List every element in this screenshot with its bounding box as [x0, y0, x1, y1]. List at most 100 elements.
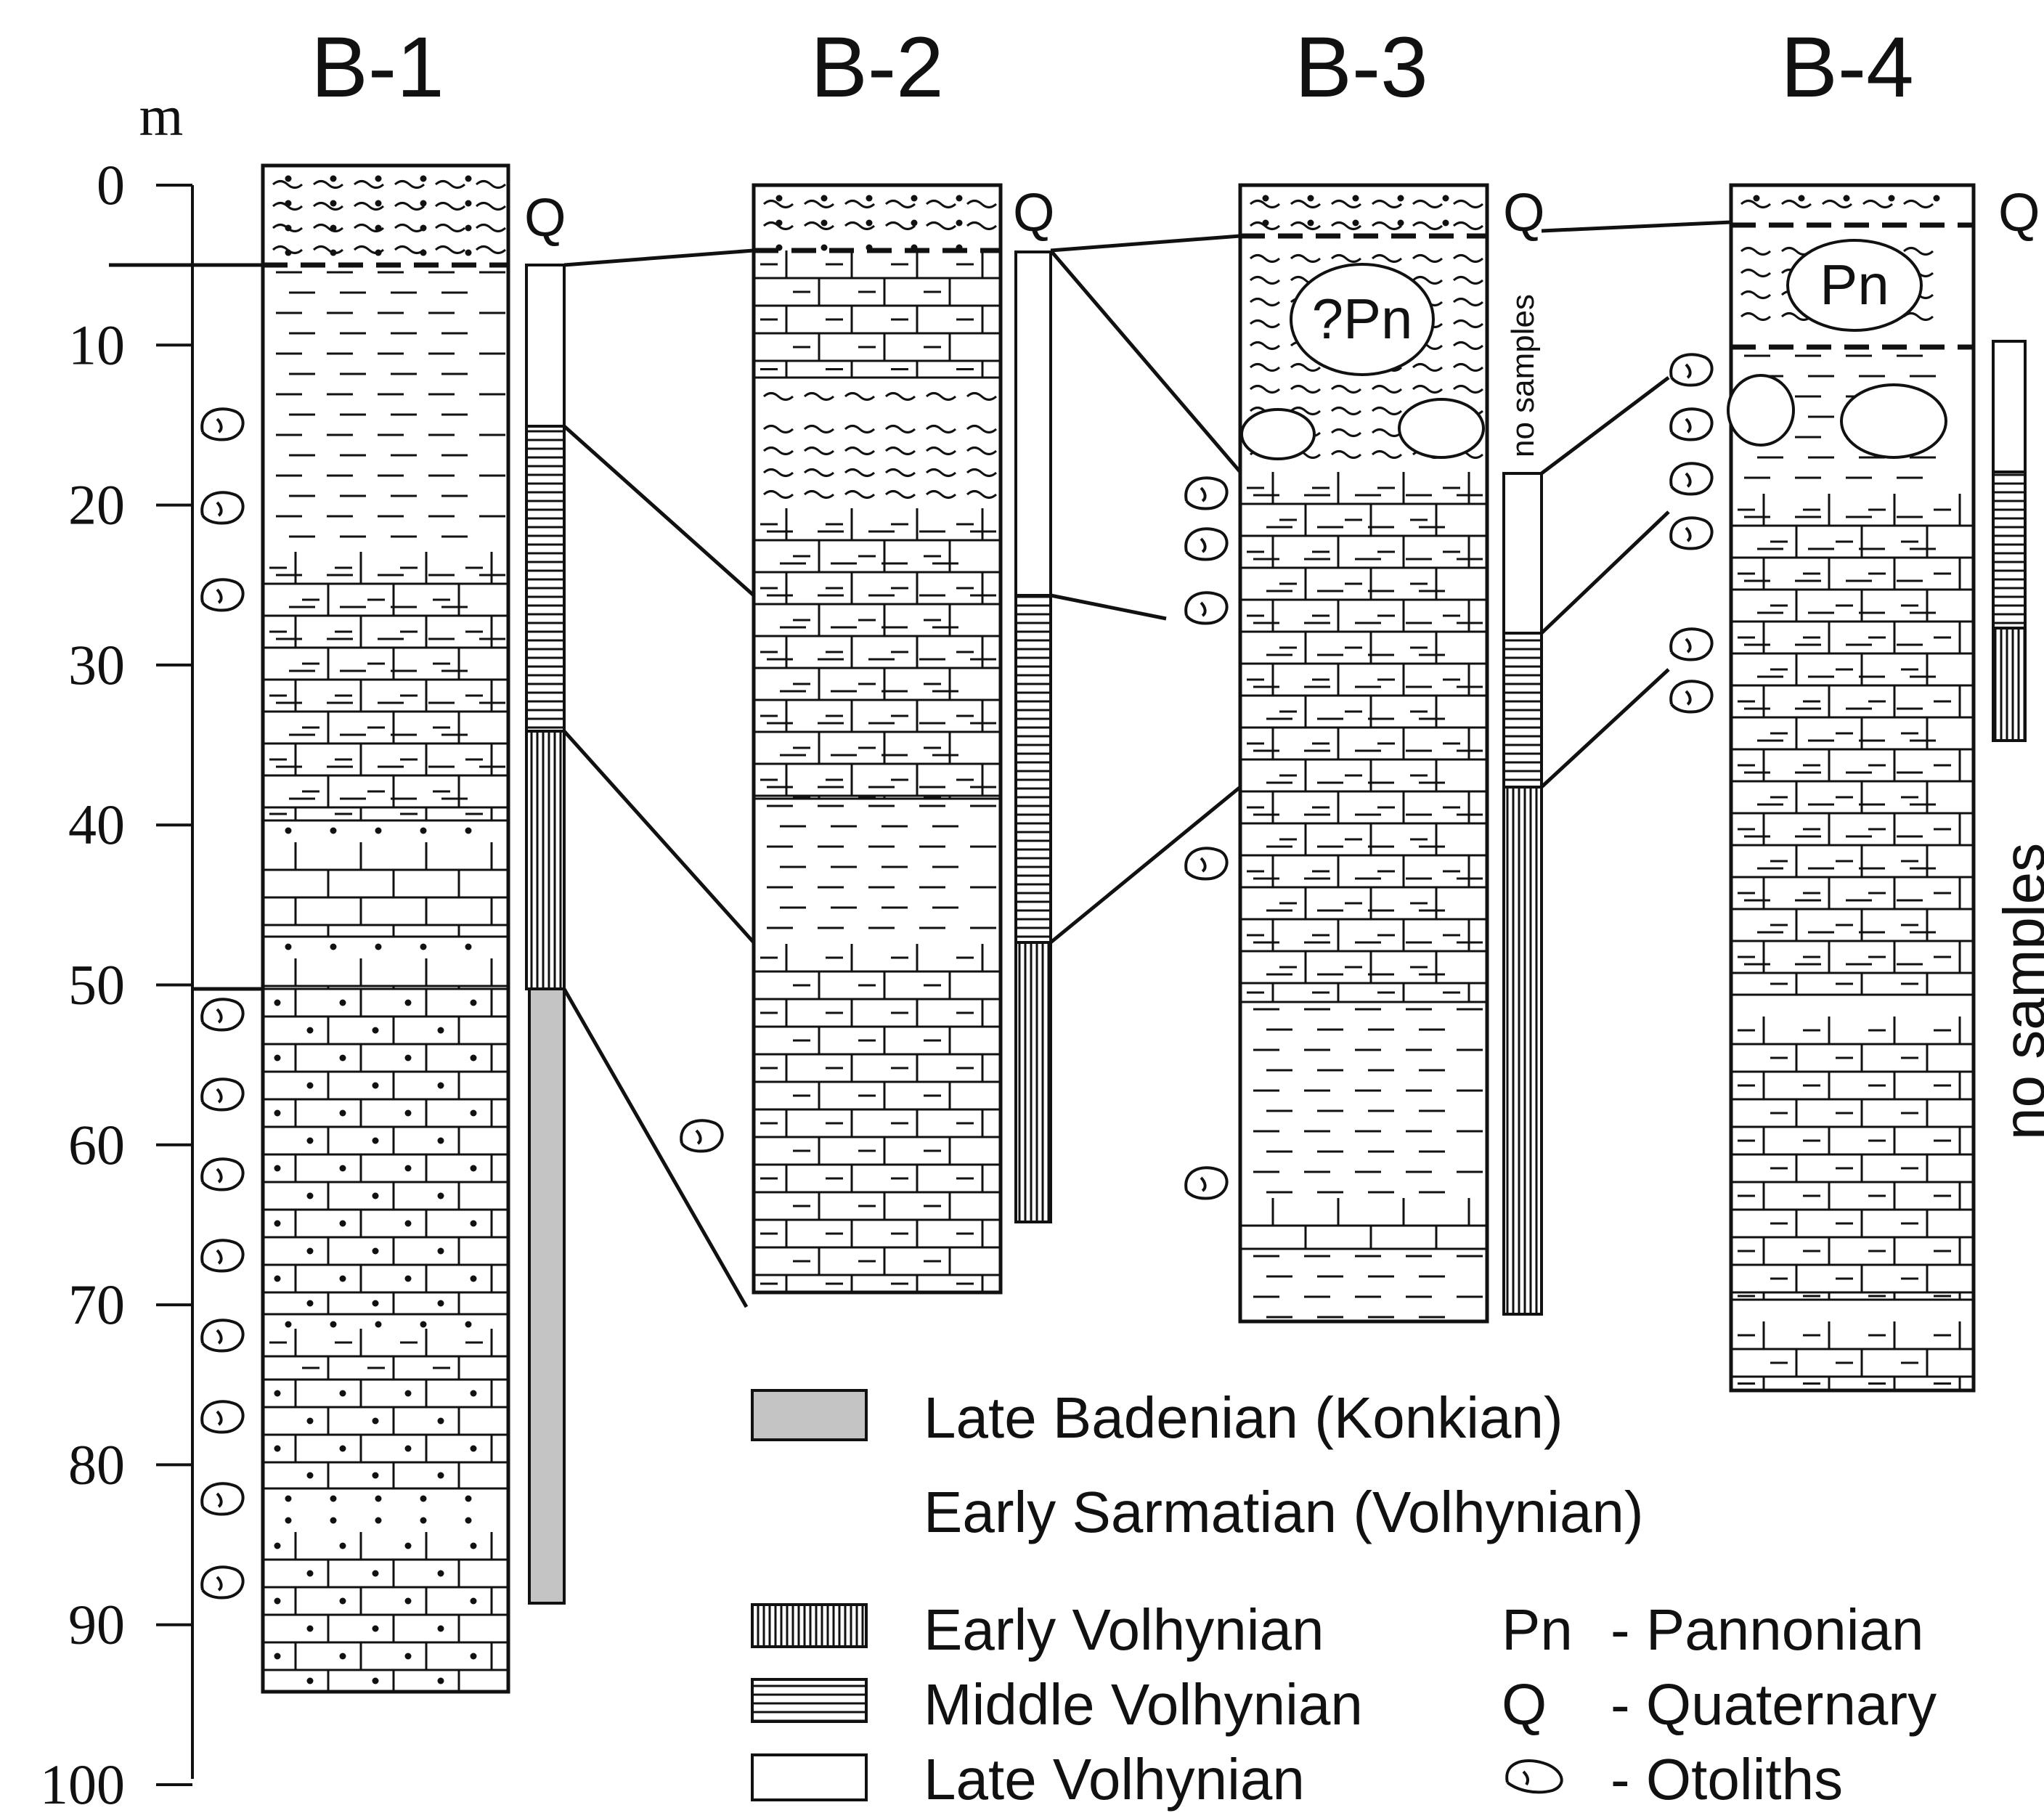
pannonian-insets: ?Pn Pn — [1290, 239, 1923, 376]
b1-bar-late-badenian — [528, 987, 566, 1605]
b4-pannonian-label: Pn — [1820, 253, 1889, 317]
depth-axis: m 0 10 20 30 40 50 60 70 80 90 100 — [40, 84, 194, 1813]
corr-line-mid-early-b3-b4-a — [1540, 510, 1670, 635]
depth-tick-label: 90 — [68, 1593, 125, 1656]
otolith-icon — [200, 1482, 245, 1516]
b1-lithology-column — [261, 163, 510, 1694]
otolith-icon — [200, 1239, 245, 1273]
legend-label-early-volhynian: Early Volhynian — [924, 1597, 1324, 1662]
borehole-headers: B-1 B-2 B-3 B-4 — [311, 20, 1914, 115]
otolith-icon — [1669, 680, 1714, 714]
depth-tick-label: 70 — [68, 1273, 125, 1336]
depth-unit-label: m — [139, 84, 184, 147]
b4-bar-middle-volhynian — [1992, 470, 2027, 630]
b3-bar-late-volhynian — [1502, 472, 1543, 635]
b2-top-unit-label: Q — [1013, 182, 1055, 243]
limestone-clast — [1240, 408, 1316, 460]
b1-lithology-column-outline — [261, 163, 510, 1694]
otolith-icon — [200, 1157, 245, 1191]
otolith-icon — [1669, 627, 1714, 661]
limestone-clast — [1727, 374, 1795, 447]
lithology-columns — [261, 163, 1976, 1694]
b2-bar-middle-volhynian — [1014, 594, 1052, 944]
b1-bar-middle-volhynian — [525, 425, 566, 733]
otolith-icon — [680, 1119, 724, 1153]
otolith-icon — [200, 491, 245, 525]
depth-tick-label: 30 — [68, 633, 125, 696]
correlation-lines — [109, 220, 1732, 1308]
b3-no-samples-note: no samples — [1505, 294, 1541, 457]
otolith-icon — [1184, 527, 1229, 561]
b3-pannonian-label: ?Pn — [1312, 287, 1413, 351]
borehole-label-b3: B-3 — [1295, 20, 1428, 115]
b1-bar-late-volhynian — [525, 264, 566, 428]
corr-line-late-mid-b2-b3 — [1050, 593, 1167, 621]
b4-top-unit-label: Q — [1998, 182, 2040, 243]
legend-swatch-late-volhynian — [751, 1753, 868, 1801]
corr-line-quaternary-b2-b3 — [1050, 234, 1241, 253]
corr-line-late-mid-b1-b2 — [563, 425, 755, 597]
b3-pannonian-ellipse — [1290, 263, 1435, 376]
b4-bar-late-volhynian — [1992, 340, 2027, 473]
limestone-clast — [1398, 398, 1485, 459]
legend-otolith-desc: - Otoliths — [1611, 1747, 1843, 1812]
corr-line-late-mid-b3-b4 — [1540, 376, 1670, 475]
depth-tick-label: 80 — [68, 1433, 125, 1496]
depth-tick-label: 0 — [97, 153, 125, 216]
legend-label-early-sarmatian: Early Sarmatian (Volhynian) — [924, 1480, 1644, 1544]
otolith-icon — [200, 1565, 245, 1600]
b1-top-unit-label: Q — [524, 187, 566, 248]
corr-line-mid-early-b3-b4-b — [1540, 668, 1670, 789]
legend-q-abbr: Q — [1502, 1672, 1547, 1737]
b4-bar-early-volhynian — [1992, 627, 2027, 742]
otolith-icon — [200, 998, 245, 1032]
otolith-icon — [1669, 516, 1714, 550]
otolith-icon — [1669, 462, 1714, 496]
depth-tick-label: 20 — [68, 473, 125, 537]
b2-lithology-column — [752, 183, 1003, 1295]
otolith-icon — [200, 578, 245, 612]
otolith-icon — [1669, 353, 1714, 387]
b3-bar-middle-volhynian — [1502, 632, 1543, 789]
b3-bar-early-volhynian — [1502, 786, 1543, 1316]
legend-pn-abbr: Pn — [1502, 1597, 1573, 1662]
legend: Late Badenian (Konkian) Early Sarmatian … — [751, 1385, 1937, 1812]
legend-label-middle-volhynian: Middle Volhynian — [924, 1672, 1363, 1737]
b2-bar-early-volhynian — [1014, 941, 1052, 1223]
legend-otolith-icon — [1505, 1759, 1563, 1794]
b4-pannonian-ellipse — [1786, 239, 1923, 332]
b2-lithology-column-outline — [752, 183, 1003, 1295]
otolith-icon — [1184, 591, 1229, 625]
corr-line-b2-b3-upper — [1049, 249, 1242, 473]
depth-tick-label: 40 — [68, 793, 125, 856]
limestone-clast — [1840, 383, 1947, 459]
b1-bar-early-volhynian — [525, 730, 566, 990]
b4-lithology-column-outline — [1729, 183, 1976, 1393]
b4-no-samples-note: no samples — [1992, 843, 2044, 1140]
otolith-icon — [200, 1400, 245, 1434]
b2-bar-late-volhynian — [1014, 250, 1052, 597]
legend-label-late-volhynian: Late Volhynian — [924, 1747, 1305, 1812]
otolith-icon — [200, 407, 245, 441]
sample-bars: no samples no samples — [525, 250, 2044, 1605]
otolith-icon — [1184, 476, 1229, 510]
legend-swatch-late-badenian — [751, 1389, 868, 1441]
otolith-icon — [1184, 847, 1229, 881]
corr-line-quaternary-b1-b2 — [563, 248, 754, 267]
borehole-label-b2: B-2 — [810, 20, 944, 115]
corr-line-quaternary-b3-b4 — [1541, 220, 1732, 233]
b4-lithology-column — [1729, 183, 1976, 1393]
otolith-icon — [1184, 1166, 1229, 1200]
depth-tick-label: 60 — [68, 1113, 125, 1176]
otolith-icon — [200, 1077, 245, 1112]
otolith-icon — [1669, 407, 1714, 441]
depth-tick-label: 100 — [40, 1753, 125, 1813]
otolith-icon — [200, 1319, 245, 1353]
b3-lithology-column-outline — [1238, 183, 1489, 1324]
b3-top-unit-label: Q — [1503, 182, 1545, 243]
depth-tick-label: 10 — [68, 313, 125, 376]
corr-line-mid-early-b1-b2 — [563, 730, 755, 944]
depth-tick-label: 50 — [68, 953, 125, 1016]
legend-swatch-early-volhynian — [751, 1603, 868, 1648]
